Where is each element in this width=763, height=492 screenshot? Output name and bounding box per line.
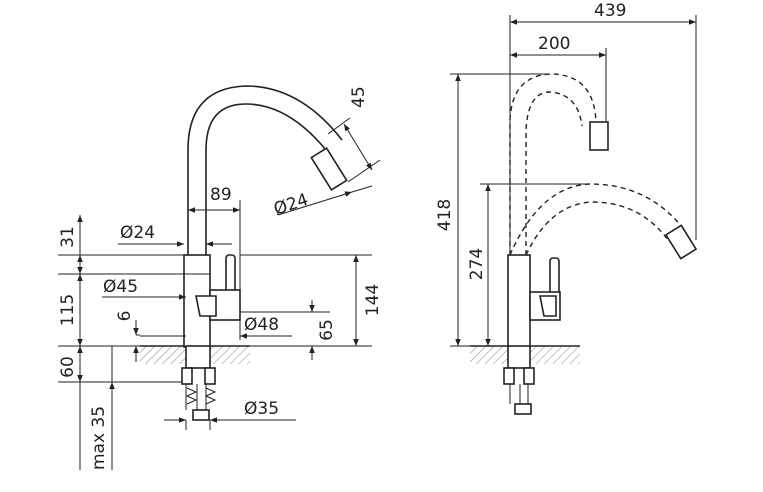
side-view: 439 200 418 274: [435, 1, 698, 415]
spout-swivel-nozzle: [664, 224, 698, 260]
label-115: 115: [58, 294, 78, 326]
side-faucet-body: [507, 254, 531, 348]
front-view: 31 115 60 max 35 6 Ø24 Ø45 Ø48 Ø35 89: [58, 85, 383, 470]
label-60: 60: [58, 356, 78, 378]
label-31: 31: [58, 226, 78, 248]
spout-swivel-dashed: [509, 183, 687, 256]
label-d24-spout: Ø24: [271, 190, 310, 220]
lever-handle: [225, 254, 236, 296]
label-d45: Ø45: [103, 277, 138, 297]
label-439: 439: [594, 1, 626, 21]
label-6: 6: [115, 311, 135, 322]
label-144: 144: [363, 284, 383, 316]
spout-nozzle: [310, 147, 348, 191]
label-200: 200: [538, 34, 570, 54]
label-max35: max 35: [89, 406, 109, 470]
label-274: 274: [467, 248, 487, 280]
label-65: 65: [317, 319, 337, 341]
label-d35: Ø35: [244, 399, 279, 419]
mounting-shank: [185, 345, 211, 369]
spout-upright-nozzle: [589, 121, 609, 151]
spout: [187, 85, 343, 255]
label-d24-body: Ø24: [120, 223, 155, 243]
label-45: 45: [349, 86, 369, 108]
label-418: 418: [435, 199, 455, 231]
label-89: 89: [210, 185, 232, 205]
label-d48: Ø48: [244, 315, 279, 335]
spout-upright-dashed: [509, 73, 597, 255]
